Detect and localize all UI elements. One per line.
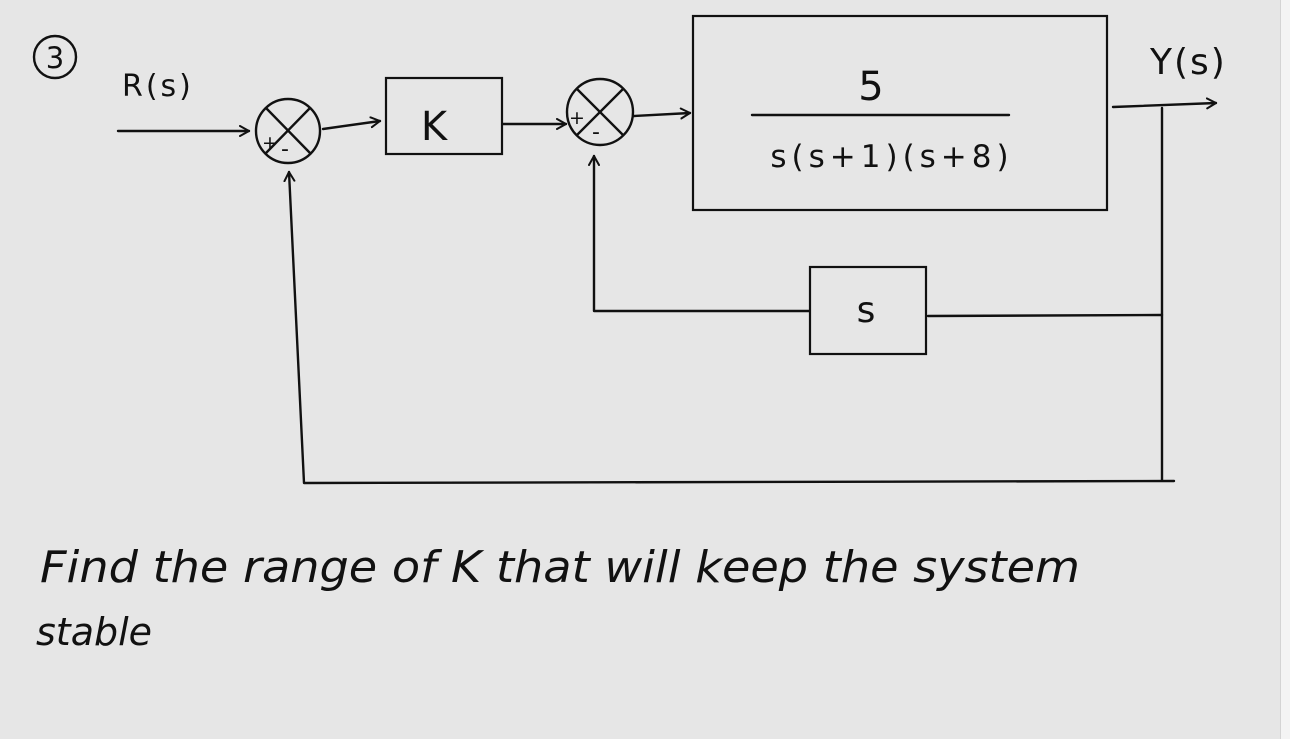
inner-feedback-block-label: s xyxy=(857,290,876,331)
inner-feedback-line-right xyxy=(926,313,1164,318)
plant-input-arrow xyxy=(632,107,692,120)
input-label: R(s) xyxy=(122,69,194,104)
summing-junction-2-minus: - xyxy=(592,120,600,145)
summing-junction-1: + - xyxy=(254,97,322,165)
question-line-2: stable xyxy=(36,610,152,654)
summing-junction-1-cross-b xyxy=(264,106,312,155)
inner-feedback-block: s xyxy=(808,265,928,356)
question-line-1: Find the range of K that will keep the s… xyxy=(40,542,1080,593)
plant-numerator: 5 xyxy=(858,64,883,110)
problem-number-circle xyxy=(32,34,78,80)
output-signal-arrow xyxy=(1111,97,1218,110)
inner-feedback-line-left xyxy=(588,154,811,313)
summing-junction-2-cross-b xyxy=(575,87,625,137)
plant-block-box xyxy=(691,14,1109,212)
gain-block-k-box xyxy=(384,76,504,156)
gain-block-k: K xyxy=(384,76,504,156)
summing-junction-1-circle xyxy=(254,97,322,165)
page-edge xyxy=(1280,0,1290,739)
summing-junction-2: + - xyxy=(565,77,635,147)
output-label: Y(s) xyxy=(1149,42,1227,83)
summing-junction-2-plus: + xyxy=(569,107,585,129)
problem-number: 3 xyxy=(46,41,64,75)
problem-number-badge: 3 xyxy=(32,34,78,80)
plant-denominator: s(s+1)(s+8) xyxy=(770,139,1013,175)
summing-junction-2-circle xyxy=(565,77,635,147)
error-signal-arrow xyxy=(321,116,382,131)
summing-junction-1-plus: + xyxy=(262,132,278,154)
plant-block: 5 s(s+1)(s+8) xyxy=(691,14,1109,212)
outer-feedback-line xyxy=(283,170,1176,485)
summing-junction-1-minus: - xyxy=(281,137,289,162)
gain-block-k-label: K xyxy=(421,104,449,150)
